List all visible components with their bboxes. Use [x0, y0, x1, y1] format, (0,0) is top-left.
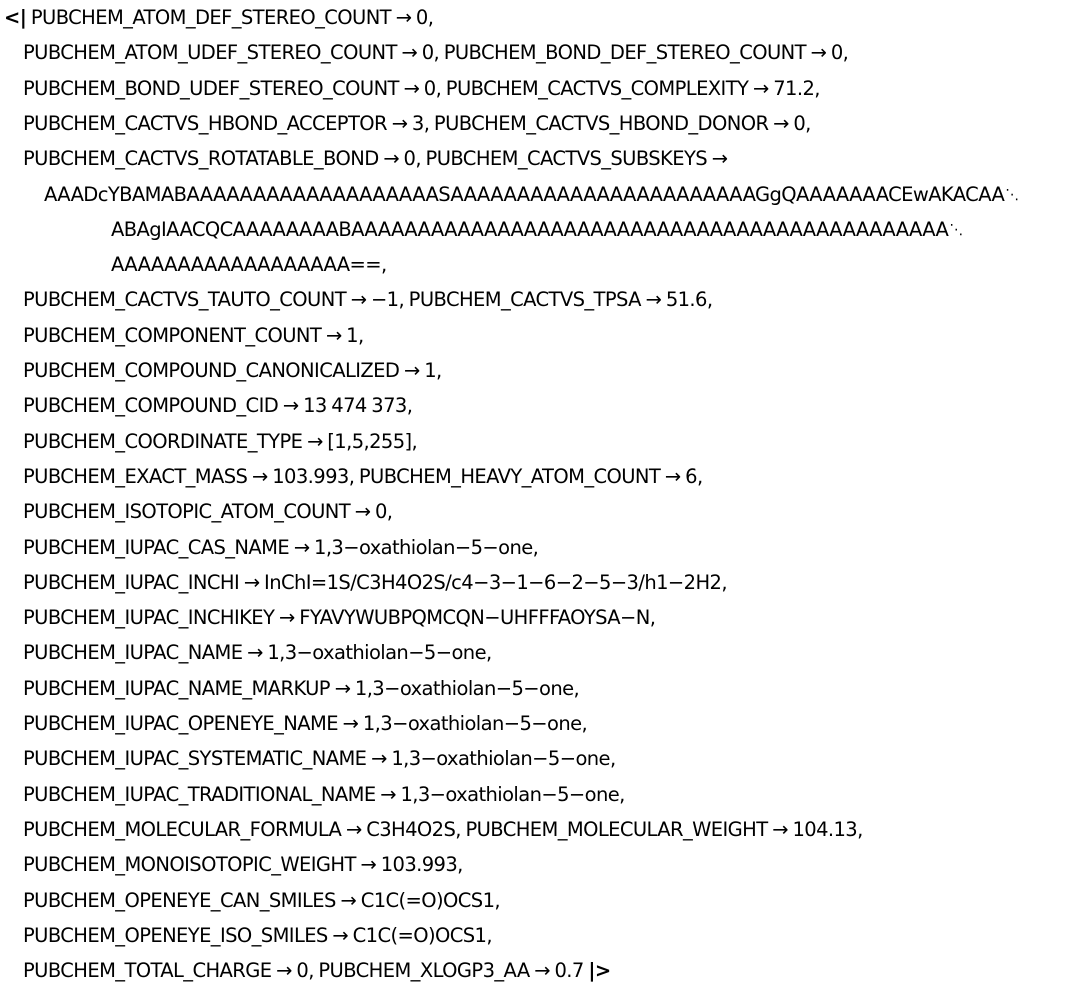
line-text: PUBCHEM_IUPAC_CAS_NAME → 1,3−oxathiolan−… — [23, 535, 539, 559]
association-line-9: PUBCHEM_CACTVS_TAUTO_COUNT → −1, PUBCHEM… — [23, 282, 713, 317]
line-break-icon: ⋱ — [949, 221, 964, 238]
line-text: PUBCHEM_EXACT_MASS → 103.993, PUBCHEM_HE… — [23, 464, 703, 488]
association-line-24: PUBCHEM_MOLECULAR_FORMULA → C3H4O2S, PUB… — [23, 812, 863, 847]
line-text: PUBCHEM_BOND_UDEF_STEREO_COUNT → 0, PUBC… — [23, 76, 820, 100]
line-text: PUBCHEM_CACTVS_HBOND_ACCEPTOR → 3, PUBCH… — [23, 111, 811, 135]
line-text: PUBCHEM_MONOISOTOPIC_WEIGHT → 103.993, — [23, 853, 463, 877]
subskeys-line-3: AAAAAAAAAAAAAAAAAA==, — [111, 247, 387, 282]
line-text: PUBCHEM_IUPAC_INCHI → InChI=1S/C3H4O2S/c… — [23, 570, 728, 594]
line-text: AAADcYBAMABAAAAAAAAAAAAAAAAAAASAAAAAAAAA… — [44, 182, 1005, 206]
association-line-26: PUBCHEM_OPENEYE_CAN_SMILES → C1C(=O)OCS1… — [23, 883, 501, 918]
association-line-23: PUBCHEM_IUPAC_TRADITIONAL_NAME → 1,3−oxa… — [23, 777, 625, 812]
line-text: AAAAAAAAAAAAAAAAAA==, — [111, 253, 387, 277]
line-text: PUBCHEM_IUPAC_INCHIKEY → FYAVYWUBPQMCQN−… — [23, 606, 656, 630]
association-line-15: PUBCHEM_ISOTOPIC_ATOM_COUNT → 0, — [23, 494, 393, 529]
line-text: PUBCHEM_COMPONENT_COUNT → 1, — [23, 323, 364, 347]
line-text: PUBCHEM_ISOTOPIC_ATOM_COUNT → 0, — [23, 500, 393, 524]
line-text: PUBCHEM_IUPAC_SYSTEMATIC_NAME → 1,3−oxat… — [23, 747, 616, 771]
line-text: PUBCHEM_COORDINATE_TYPE → [1,5,255], — [23, 429, 418, 453]
association-line-19: PUBCHEM_IUPAC_NAME → 1,3−oxathiolan−5−on… — [23, 635, 492, 670]
association-line-12: PUBCHEM_COMPOUND_CID → 13 474 373, — [23, 388, 413, 423]
line-text: PUBCHEM_CACTVS_ROTATABLE_BOND → 0, PUBCH… — [23, 147, 728, 171]
association-line-21: PUBCHEM_IUPAC_OPENEYE_NAME → 1,3−oxathio… — [23, 706, 588, 741]
line-text: ABAgIAACQCAAAAAAAABAAAAAAAAAAAAAAAAAAAAA… — [111, 217, 949, 241]
line-text: PUBCHEM_MOLECULAR_FORMULA → C3H4O2S, PUB… — [23, 817, 863, 841]
association-close-delimiter: |> — [588, 959, 611, 983]
association-line-27: PUBCHEM_OPENEYE_ISO_SMILES → C1C(=O)OCS1… — [23, 918, 493, 953]
association-line-22: PUBCHEM_IUPAC_SYSTEMATIC_NAME → 1,3−oxat… — [23, 741, 616, 776]
association-line-28: PUBCHEM_TOTAL_CHARGE → 0, PUBCHEM_XLOGP3… — [23, 953, 611, 988]
line-text: PUBCHEM_ATOM_UDEF_STEREO_COUNT → 0, PUBC… — [23, 41, 849, 65]
association-line-2: PUBCHEM_ATOM_UDEF_STEREO_COUNT → 0, PUBC… — [23, 35, 849, 70]
line-text: PUBCHEM_IUPAC_NAME → 1,3−oxathiolan−5−on… — [23, 641, 492, 665]
line-break-icon: ⋱ — [1005, 186, 1020, 203]
subskeys-line-2: ABAgIAACQCAAAAAAAABAAAAAAAAAAAAAAAAAAAAA… — [111, 212, 963, 247]
association-line-25: PUBCHEM_MONOISOTOPIC_WEIGHT → 103.993, — [23, 847, 463, 882]
line-text: PUBCHEM_TOTAL_CHARGE → 0, PUBCHEM_XLOGP3… — [23, 959, 584, 983]
line-text: PUBCHEM_OPENEYE_ISO_SMILES → C1C(=O)OCS1… — [23, 923, 493, 947]
association-line-20: PUBCHEM_IUPAC_NAME_MARKUP → 1,3−oxathiol… — [23, 671, 580, 706]
line-text: PUBCHEM_COMPOUND_CANONICALIZED → 1, — [23, 359, 442, 382]
association-open-delimiter: <| — [4, 6, 27, 29]
line-text: PUBCHEM_ATOM_DEF_STEREO_COUNT → 0, — [30, 6, 434, 29]
association-line-14: PUBCHEM_EXACT_MASS → 103.993, PUBCHEM_HE… — [23, 459, 703, 494]
association-line-4: PUBCHEM_CACTVS_HBOND_ACCEPTOR → 3, PUBCH… — [23, 106, 811, 141]
association-line-5: PUBCHEM_CACTVS_ROTATABLE_BOND → 0, PUBCH… — [23, 141, 728, 176]
line-text: PUBCHEM_IUPAC_OPENEYE_NAME → 1,3−oxathio… — [23, 712, 588, 735]
association-line-18: PUBCHEM_IUPAC_INCHIKEY → FYAVYWUBPQMCQN−… — [23, 600, 656, 635]
line-text: PUBCHEM_CACTVS_TAUTO_COUNT → −1, PUBCHEM… — [23, 288, 713, 312]
association-line-11: PUBCHEM_COMPOUND_CANONICALIZED → 1, — [23, 353, 442, 388]
line-text: PUBCHEM_IUPAC_TRADITIONAL_NAME → 1,3−oxa… — [23, 782, 625, 806]
association-line-13: PUBCHEM_COORDINATE_TYPE → [1,5,255], — [23, 424, 418, 459]
line-text: PUBCHEM_IUPAC_NAME_MARKUP → 1,3−oxathiol… — [23, 676, 580, 700]
association-line-10: PUBCHEM_COMPONENT_COUNT → 1, — [23, 318, 364, 353]
line-text: PUBCHEM_COMPOUND_CID → 13 474 373, — [23, 394, 413, 418]
subskeys-line-1: AAADcYBAMABAAAAAAAAAAAAAAAAAAASAAAAAAAAA… — [44, 177, 1019, 212]
association-line-1: <| PUBCHEM_ATOM_DEF_STEREO_COUNT → 0, — [4, 0, 434, 35]
association-line-17: PUBCHEM_IUPAC_INCHI → InChI=1S/C3H4O2S/c… — [23, 565, 728, 600]
association-line-16: PUBCHEM_IUPAC_CAS_NAME → 1,3−oxathiolan−… — [23, 530, 539, 565]
association-line-3: PUBCHEM_BOND_UDEF_STEREO_COUNT → 0, PUBC… — [23, 71, 820, 106]
line-text: PUBCHEM_OPENEYE_CAN_SMILES → C1C(=O)OCS1… — [23, 888, 501, 912]
